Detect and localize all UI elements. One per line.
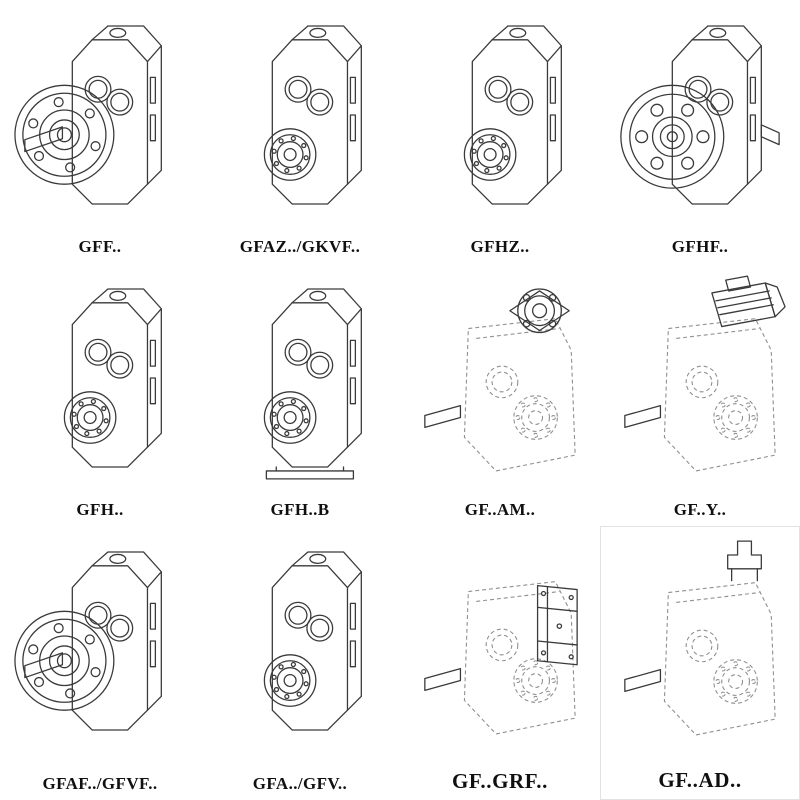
model-label: GF..AM.. (464, 500, 536, 519)
gearbox-drawing-icon (620, 25, 780, 205)
model-label: GFAF../GFVF.. (42, 774, 158, 793)
catalog-cell-gf-y: GF..Y.. (600, 263, 800, 526)
model-label: GFHZ.. (470, 237, 530, 256)
model-label: GFH.. (76, 500, 124, 519)
gearbox-drawing-icon (263, 288, 362, 480)
gearbox-drawing-icon (624, 540, 776, 736)
catalog-cell-gf-am: GF..AM.. (400, 263, 600, 526)
catalog-cell-gff: GFF.. (0, 0, 200, 263)
model-label: GFH..B (270, 500, 330, 519)
catalog-cell-gfhf: GFHF.. (600, 0, 800, 263)
gearbox-drawing-icon (424, 581, 578, 735)
gearbox-drawing-icon (263, 25, 362, 205)
catalog-cell-gfh: GFH.. (0, 263, 200, 526)
catalog-cell-gfa-gfv: GFA../GFV.. (200, 526, 400, 800)
catalog-cell-gf-ad: GF..AD.. (600, 526, 800, 800)
model-label: GFA../GFV.. (252, 774, 348, 793)
model-label: GF..GRF.. (451, 769, 549, 793)
gearbox-drawing-icon (463, 25, 562, 205)
catalog-cell-gfaf-gfvf: GFAF../GFVF.. (0, 526, 200, 800)
gearbox-drawing-icon (63, 288, 162, 468)
model-label: GFHF.. (671, 237, 729, 256)
model-label: GFF.. (78, 237, 122, 256)
gearbox-drawing-icon (14, 551, 162, 731)
model-label: GF..AD.. (658, 768, 742, 792)
catalog-cell-gfh-b: GFH..B (200, 263, 400, 526)
gearbox-drawing-icon (624, 275, 786, 472)
catalog-cell-gfhz: GFHZ.. (400, 0, 600, 263)
model-label: GFAZ../GKVF.. (239, 237, 361, 256)
gearbox-drawing-icon (14, 25, 162, 205)
gearbox-drawing-icon (263, 551, 362, 731)
gearbox-drawing-icon (424, 288, 576, 472)
catalog-cell-gfaz-gkvf: GFAZ../GKVF.. (200, 0, 400, 263)
catalog-cell-gf-grf: GF..GRF.. (400, 526, 600, 800)
model-label: GF..Y.. (673, 500, 727, 519)
